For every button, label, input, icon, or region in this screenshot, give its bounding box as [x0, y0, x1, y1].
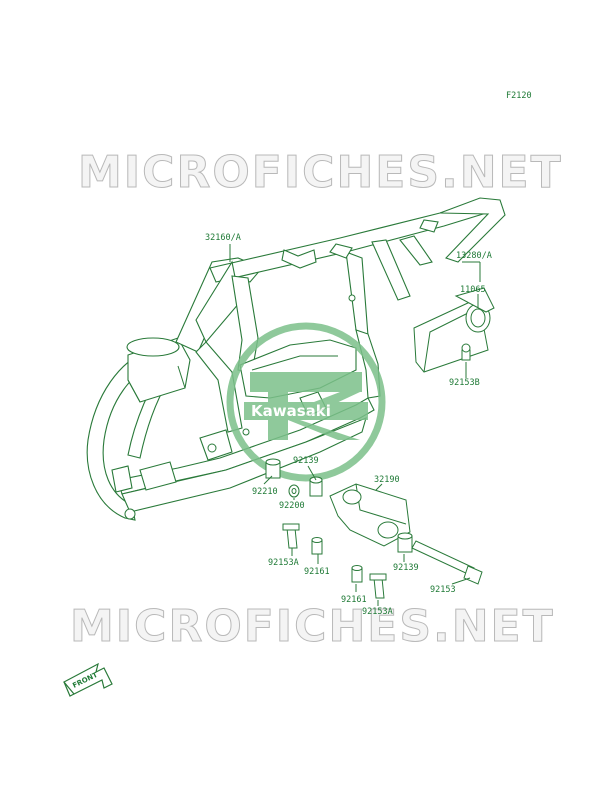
spacer-92210[interactable]: [265, 458, 281, 479]
figure-code: F2120: [506, 91, 532, 101]
nut-right-92161[interactable]: [351, 565, 363, 583]
label-collar-right: 92139: [393, 563, 419, 573]
kawasaki-logo: Kawasaki: [226, 322, 386, 482]
chain-guard[interactable]: [413, 287, 495, 373]
leader-lines: [229, 244, 481, 606]
label-collar-top: 92139: [293, 456, 319, 466]
logo-text: Kawasaki: [251, 402, 331, 420]
watermark-top: MICROFICHES.NET: [78, 147, 563, 198]
label-bolt-right: 92153A: [362, 607, 393, 617]
label-guard-bolt: 92153B: [449, 378, 480, 388]
bolt-left-92153A[interactable]: [282, 523, 300, 549]
label-bolt-left: 92153A: [268, 558, 299, 568]
nut-left-92161[interactable]: [311, 537, 323, 555]
label-guard-plate: 11065: [460, 285, 486, 295]
collar-right-92139[interactable]: [397, 532, 413, 553]
engine-bracket[interactable]: [329, 483, 411, 547]
watermark-bottom: MICROFICHES.NET: [70, 601, 555, 652]
bolt-right-92153A[interactable]: [369, 573, 387, 599]
front-arrow: FRONT: [63, 662, 113, 697]
label-nut-left: 92161: [304, 567, 330, 577]
label-washer: 92200: [279, 501, 305, 511]
label-nut-right: 92161: [341, 595, 367, 605]
label-guard-assy: 13280/A: [456, 251, 492, 261]
long-bolt-92153[interactable]: [411, 540, 483, 585]
label-bracket: 32190: [374, 475, 400, 485]
label-frame: 32160/A: [205, 233, 241, 243]
washer-92200[interactable]: [288, 484, 300, 498]
label-long-bolt: 92153: [430, 585, 456, 595]
guard-bolt[interactable]: [461, 343, 471, 361]
label-spacer: 92210: [252, 487, 278, 497]
